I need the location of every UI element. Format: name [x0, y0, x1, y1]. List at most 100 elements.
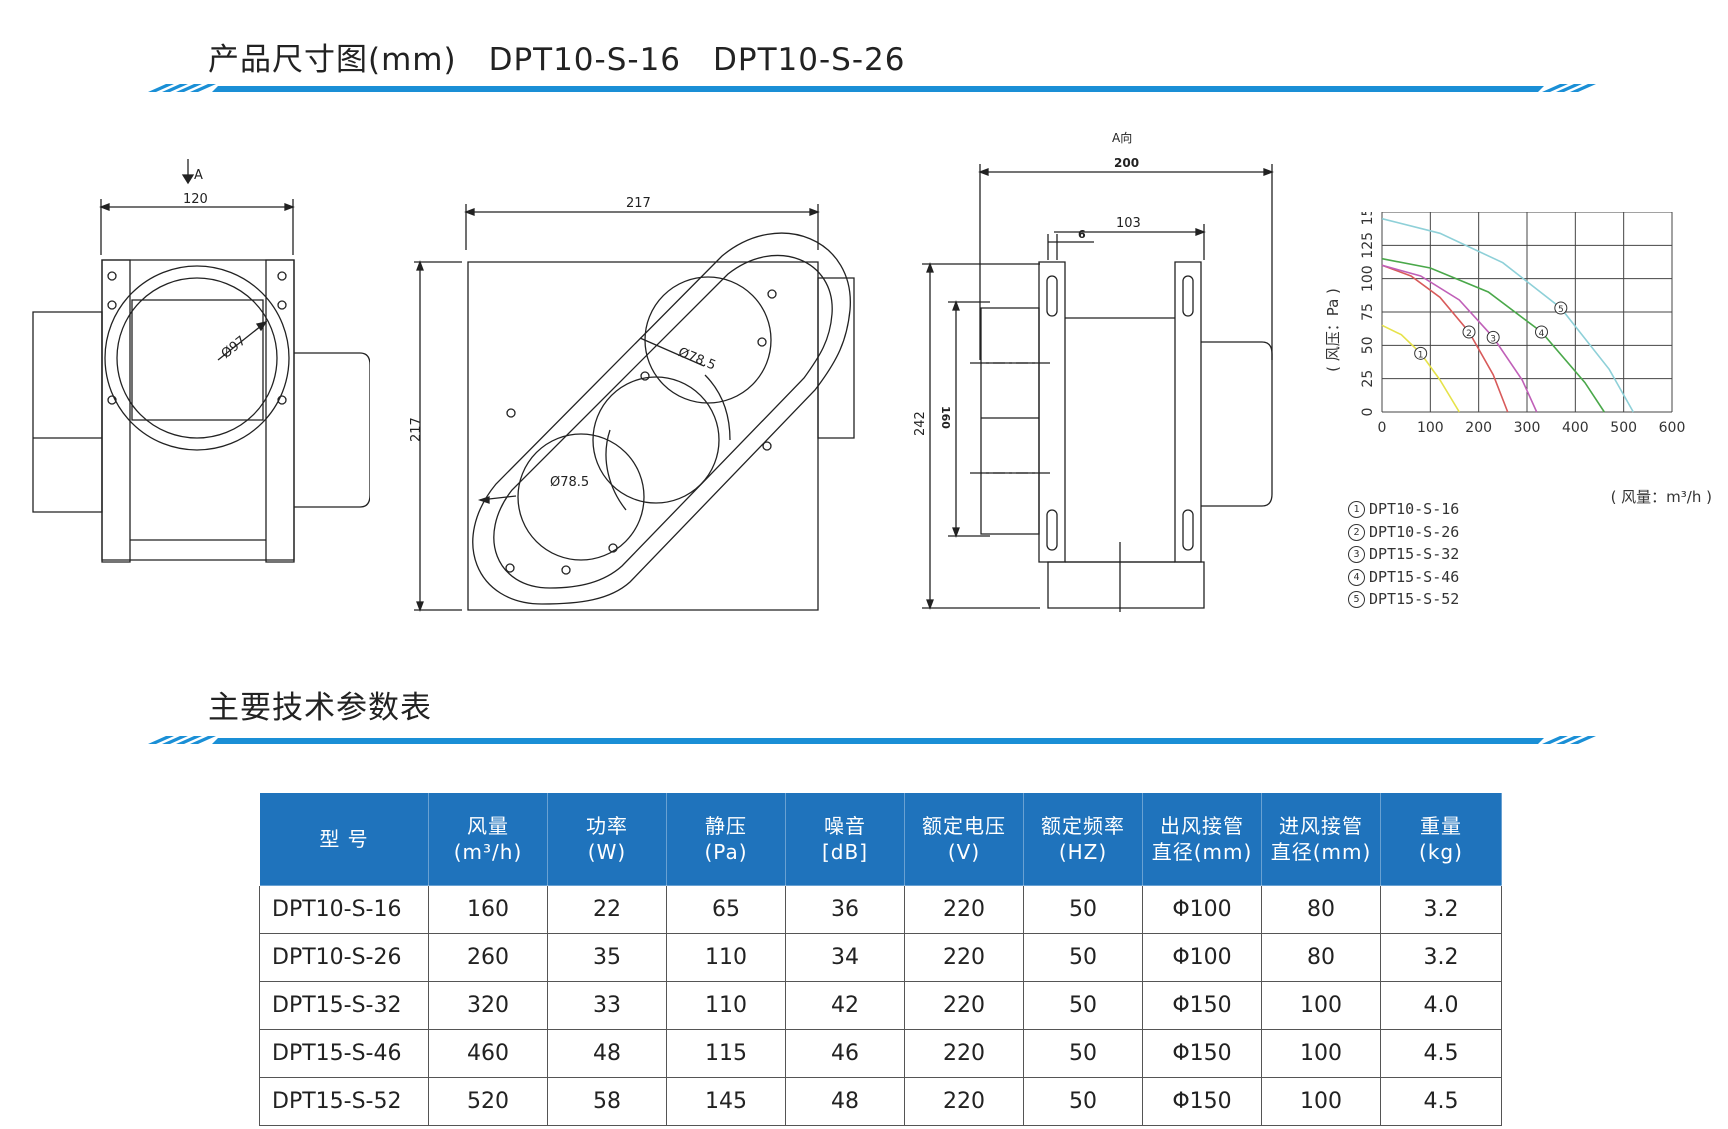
table-cell: 22 [547, 885, 667, 934]
y-tick-label: 100 [1360, 265, 1376, 292]
table-cell: 3.2 [1380, 885, 1502, 934]
table-cell: Φ150 [1142, 1029, 1262, 1078]
series-line [1381, 217, 1634, 413]
table-cell: 80 [1261, 933, 1381, 982]
x-tick-label: 200 [1465, 420, 1492, 436]
table-cell: Φ100 [1142, 933, 1262, 982]
column-header: 进风接管直径(mm) [1261, 792, 1381, 886]
table-cell: 100 [1261, 1077, 1381, 1126]
cell-model: DPT15-S-32 [259, 981, 429, 1030]
dim-217-width: 217 [626, 196, 651, 211]
table-cell: 100 [1261, 1029, 1381, 1078]
table-cell: Φ150 [1142, 981, 1262, 1030]
dim-785-upper: Ø78.5 [676, 345, 718, 374]
series-line [1381, 264, 1509, 413]
table-cell: 50 [1023, 885, 1143, 934]
table-cell: 80 [1261, 885, 1381, 934]
table-cell: 145 [666, 1077, 786, 1126]
dim-160: 160 [939, 406, 952, 429]
table-cell: 260 [428, 933, 548, 982]
table-cell: 50 [1023, 1029, 1143, 1078]
view-a-label: A向 [1112, 130, 1132, 145]
drawing-side-view: A 120 Ø97 [30, 155, 370, 615]
table-cell: 100 [1261, 981, 1381, 1030]
chart-series: 1 2 3 4 5 [1381, 217, 1634, 413]
table-cell: 50 [1023, 981, 1143, 1030]
series-marker-label: 5 [1558, 305, 1564, 315]
table-cell: 520 [428, 1077, 548, 1126]
x-tick-label: 300 [1514, 420, 1541, 436]
series-marker-label: 1 [1418, 350, 1424, 360]
table-cell: 220 [904, 981, 1024, 1030]
series-line [1381, 257, 1605, 413]
table-cell: 48 [785, 1077, 905, 1126]
dim-103: 103 [1116, 216, 1141, 231]
column-header: 噪音[dB] [785, 792, 905, 886]
dim-200: 200 [1114, 156, 1139, 170]
table-cell: 34 [785, 933, 905, 982]
dim-242: 242 [913, 411, 928, 436]
column-header: 额定频率(HZ) [1023, 792, 1143, 886]
cell-model: DPT10-S-26 [259, 933, 429, 982]
series-line [1381, 264, 1538, 413]
y-tick-label: 25 [1360, 370, 1376, 388]
x-tick-label: 400 [1562, 420, 1589, 436]
drawing-top-view: A向 200 103 6 242 160 [913, 130, 1274, 615]
series-marker [1486, 330, 1500, 344]
chart-y-axis-label: ( 风压：Pa ) [1324, 288, 1342, 372]
series-marker-label: 2 [1466, 329, 1472, 339]
table-cell: 160 [428, 885, 548, 934]
table-cell: 220 [904, 933, 1024, 982]
table-cell: 3.2 [1380, 933, 1502, 982]
column-header: 风量(m³/h) [428, 792, 548, 886]
series-marker-label: 3 [1490, 334, 1496, 344]
table-cell: 110 [666, 981, 786, 1030]
table-cell: 46 [785, 1029, 905, 1078]
dim-785-lower: Ø78.5 [550, 475, 589, 490]
column-header: 型 号 [259, 792, 429, 886]
table-cell: 320 [428, 981, 548, 1030]
table-cell: 42 [785, 981, 905, 1030]
dim-120: 120 [183, 192, 208, 207]
dim-217-height: 217 [409, 417, 424, 442]
table-cell: 33 [547, 981, 667, 1030]
x-tick-label: 100 [1417, 420, 1444, 436]
cell-model: DPT15-S-52 [259, 1077, 429, 1126]
table-cell: 460 [428, 1029, 548, 1078]
table-cell: 220 [904, 1029, 1024, 1078]
table-cell: 4.5 [1380, 1029, 1502, 1078]
table-cell: 115 [666, 1029, 786, 1078]
table-cell: Φ100 [1142, 885, 1262, 934]
table-cell: 4.0 [1380, 981, 1502, 1030]
table-cell: 36 [785, 885, 905, 934]
column-header: 功率(W) [547, 792, 667, 886]
y-tick-label: 150 [1360, 212, 1376, 225]
table-cell: 220 [904, 1077, 1024, 1126]
column-header: 额定电压(V) [904, 792, 1024, 886]
table-cell: 48 [547, 1029, 667, 1078]
table-cell: 50 [1023, 933, 1143, 982]
table-cell: Φ150 [1142, 1077, 1262, 1126]
series-marker [1414, 346, 1428, 360]
table-cell: 35 [547, 933, 667, 982]
series-marker-label: 4 [1539, 329, 1545, 339]
y-tick-label: 0 [1360, 408, 1376, 417]
title-rule-2 [148, 736, 1596, 744]
series-marker [1535, 325, 1548, 339]
table-cell: 220 [904, 885, 1024, 934]
table-cell: 4.5 [1380, 1077, 1502, 1126]
section-title-specs: 主要技术参数表 [208, 690, 432, 726]
table-cell: 65 [666, 885, 786, 934]
